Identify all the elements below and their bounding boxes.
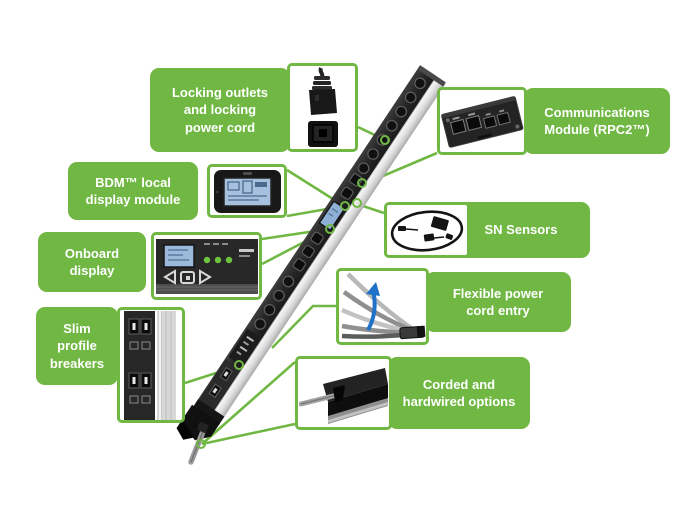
callout-label-corded: Corded and hardwired options [388,357,530,429]
connector-dot-corded [196,439,206,449]
connector-line-flexible [271,304,336,349]
pdu-aluminum-rail [211,77,446,421]
comms-label-text: Communications Module (RPC2™) [544,104,650,137]
callout-image-onboard [151,232,262,300]
callout-label-locking: Locking outlets and locking power cord [150,68,290,152]
callout-label-flexible: Flexible power cord entry [425,272,571,332]
callout-label-bdm: BDM™ local display module [68,162,198,220]
pdu-rating-plate [228,328,261,366]
callout-image-bdm [207,164,287,218]
connector-dot-comms [357,178,367,188]
callout-label-comms: Communications Module (RPC2™) [524,88,670,154]
bdm-display-module-icon [213,169,281,213]
callout-image-slim [117,307,185,423]
locking-plug-and-outlet-icon [307,66,338,147]
pdu-breaker-section [198,359,241,410]
pdu-rail-highlight [212,78,438,416]
callout-label-onboard: Onboard display [38,232,146,292]
locking-label-text: Locking outlets and locking power cord [171,85,269,135]
pdu-lcd-lines [328,207,339,217]
onboard-label-text: Onboard display [64,245,120,278]
pdu-round-outlets-lower [254,275,295,330]
flexible-label-text: Flexible power cord entry [452,285,544,318]
pdu-square-outlets [292,173,363,272]
connector-dots [196,135,390,449]
corded-label-text: Corded and hardwired options [402,376,516,409]
pdu-top-cap [417,65,446,87]
sn-label-text: SN Sensors [484,222,558,238]
callout-label-slim: Slim profile breakers [36,307,118,385]
connector-dot-sn [352,198,362,208]
bdm-label-text: BDM™ local display module [85,174,181,207]
connector-dot-bdm [340,201,350,211]
sn-sensors-icon [390,209,463,252]
connector-line-corded [201,361,296,446]
callout-image-locking [287,63,358,152]
communications-module-icon [441,96,524,148]
corded-hardwired-end-icon [298,367,388,424]
connector-dot-onboard [325,224,335,234]
callout-image-corded [295,356,392,430]
callout-image-flexible [336,268,429,345]
callout-image-comms [437,87,527,155]
connector-dot-slim [234,360,244,370]
callout-image-sn [384,202,470,258]
callout-label-sn: SN Sensors [452,202,590,258]
flexible-power-cords-icon [340,271,425,339]
slim-label-text: Slim profile breakers [49,321,105,371]
slim-profile-breakers-icon [123,310,176,420]
connector-dot-locking [380,135,390,145]
pdu-bar [176,65,446,441]
onboard-display-panel-icon [155,238,258,294]
